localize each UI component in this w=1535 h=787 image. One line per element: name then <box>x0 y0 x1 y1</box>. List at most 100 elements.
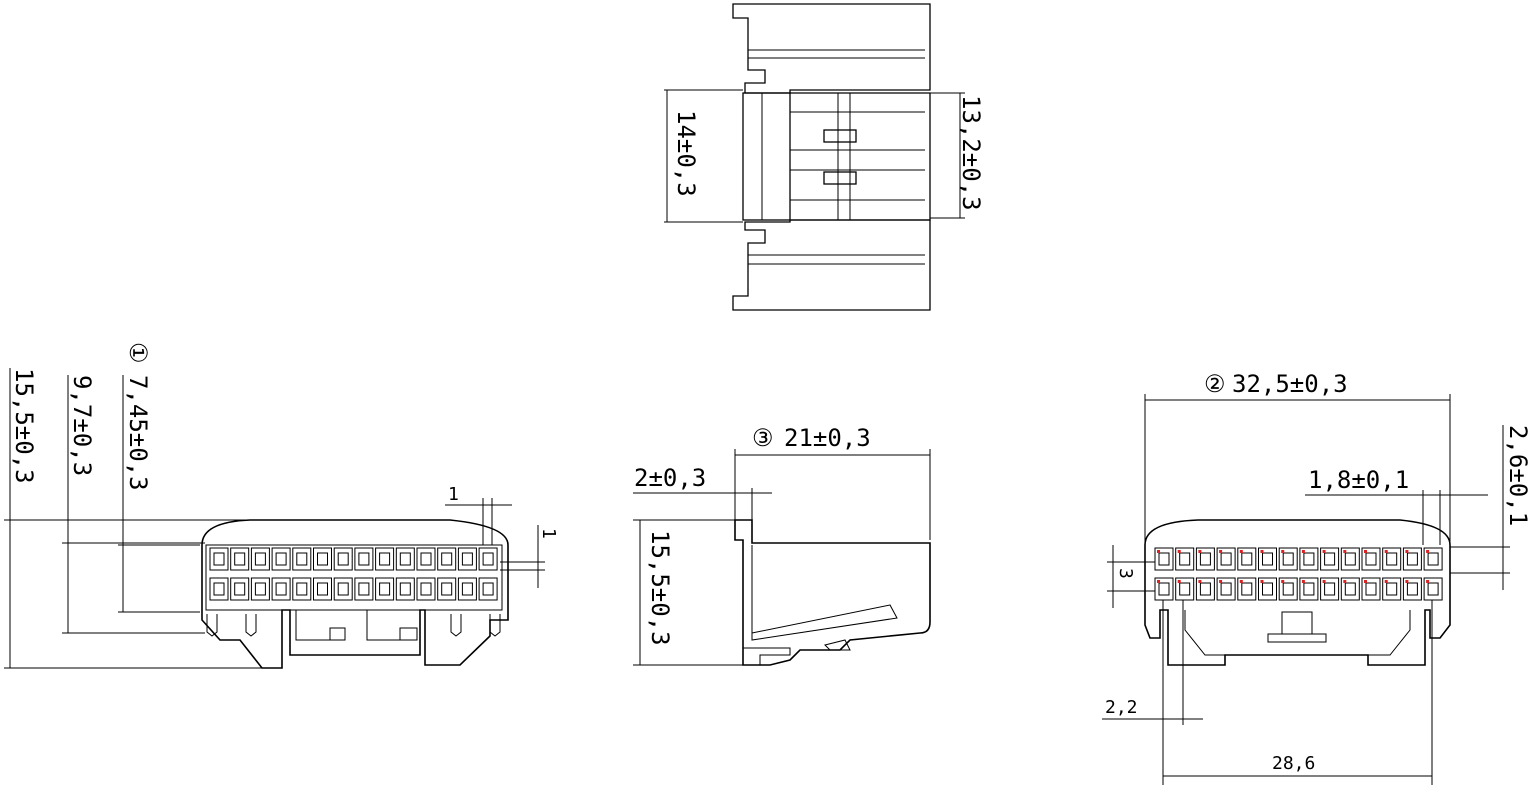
contact-cavity <box>1195 577 1215 601</box>
top-view: 14±0,3 13,2±0,3 <box>664 3 985 311</box>
dim-label-pitch-h: 1 <box>448 484 459 505</box>
contact-cavity <box>437 547 457 571</box>
top-body-front <box>742 92 791 221</box>
marker-dot <box>1198 580 1202 583</box>
rear-contact-grid <box>1154 547 1443 601</box>
contact-cavity <box>1175 577 1195 601</box>
contact-cavity <box>1258 577 1277 601</box>
marker-dot <box>1384 580 1388 583</box>
front-cavity-frame <box>205 544 503 611</box>
marker-dot <box>1157 550 1160 553</box>
contact-cavity <box>250 577 270 601</box>
contact-cavity <box>375 547 395 571</box>
side-housing <box>734 519 931 666</box>
side-latch <box>751 545 898 641</box>
rear-clip-right <box>1368 610 1411 656</box>
contact-cavity <box>1299 547 1319 571</box>
contact-cavity <box>1154 577 1174 601</box>
dim-marker-1: ① <box>124 342 152 364</box>
contact-cavity <box>1320 547 1340 571</box>
contact-cavity <box>1423 577 1443 601</box>
contact-cavity <box>1237 577 1257 601</box>
dim-label-side-height: 15,5±0,3 <box>646 530 674 646</box>
contact-cavity <box>395 547 415 571</box>
contact-cavity <box>416 547 436 571</box>
contact-cavity <box>1402 577 1422 601</box>
contact-cavity <box>230 577 250 601</box>
top-tab-2 <box>823 171 857 185</box>
side-nub <box>824 639 851 651</box>
marker-dot <box>1426 550 1430 553</box>
contact-cavity <box>1361 577 1381 601</box>
dim-label-rear-top: 2,6±0,1 <box>1504 425 1532 526</box>
contact-cavity <box>1299 577 1319 601</box>
marker-dot <box>1239 550 1243 553</box>
rear-clip-left <box>1184 610 1225 656</box>
marker-dot <box>1364 550 1367 553</box>
marker-dot <box>1198 550 1202 553</box>
marker-dot <box>1322 580 1326 583</box>
contact-cavity <box>478 547 498 571</box>
front-clip <box>450 614 462 637</box>
marker-dot <box>1157 580 1160 583</box>
contact-cavity <box>1278 547 1298 571</box>
contact-cavity <box>395 577 415 601</box>
side-view: ③ 21±0,3 2±0,3 15,5±0,3 <box>633 424 931 666</box>
top-latch-lower <box>732 219 931 311</box>
contact-cavity <box>1195 547 1215 571</box>
marker-dot <box>1177 550 1181 553</box>
contact-cavity <box>1361 547 1381 571</box>
marker-dot <box>1260 550 1264 553</box>
top-latch-upper <box>732 3 931 94</box>
contact-cavity <box>1340 577 1360 601</box>
contact-cavity <box>209 577 229 601</box>
contact-cavity <box>292 547 312 571</box>
front-view: 15,5±0,3 9,7±0,3 ① 7,45±0,3 1 1 <box>4 342 559 669</box>
contact-cavity <box>354 547 374 571</box>
contact-cavity <box>271 547 291 571</box>
contact-cavity <box>1258 547 1277 571</box>
dim-label-top-right: 13,2±0,3 <box>957 95 985 211</box>
marker-dot <box>1343 580 1347 583</box>
contact-cavity <box>1382 577 1402 601</box>
contact-cavity <box>230 547 250 571</box>
contact-cavity <box>1216 577 1236 601</box>
dim-label-front-inner: 7,45±0,3 <box>124 375 152 491</box>
marker-dot <box>1301 580 1305 583</box>
front-lock-right <box>366 610 418 641</box>
contact-cavity <box>457 547 477 571</box>
dim-label-rear-offset: 2,2 <box>1105 697 1138 718</box>
contact-cavity <box>1237 547 1257 571</box>
contact-cavity <box>313 577 332 601</box>
front-clip <box>489 614 501 637</box>
dim-label-front-mid: 9,7±0,3 <box>68 375 96 476</box>
contact-cavity <box>437 577 457 601</box>
dim-label-rear-row: 3 <box>1115 568 1136 579</box>
marker-dot <box>1405 550 1409 553</box>
marker-dot <box>1322 550 1326 553</box>
dim-label-top-left: 14±0,3 <box>672 110 700 197</box>
contact-cavity <box>457 577 477 601</box>
marker-dot <box>1405 580 1409 583</box>
contact-cavity <box>478 577 498 601</box>
marker-dot <box>1426 580 1430 583</box>
dim-label-rear-width: 32,5±0,3 <box>1232 370 1348 398</box>
contact-cavity <box>354 577 374 601</box>
contact-cavity <box>1402 547 1422 571</box>
marker-dot <box>1343 550 1347 553</box>
front-lock-left <box>295 610 346 641</box>
dim-label-rear-slot: 1,8±0,1 <box>1308 466 1409 494</box>
contact-cavity <box>416 577 436 601</box>
rear-latch-base <box>1267 633 1327 643</box>
contact-cavity <box>1320 577 1340 601</box>
marker-dot <box>1260 580 1264 583</box>
marker-dot <box>1219 580 1223 583</box>
contact-cavity <box>1154 547 1174 571</box>
side-foot <box>743 647 791 665</box>
contact-cavity <box>1382 547 1402 571</box>
contact-cavity <box>333 577 353 601</box>
contact-cavity <box>209 547 229 571</box>
dim-label-pitch-v: 1 <box>538 528 559 539</box>
dim-label-side-length: 21±0,3 <box>784 424 871 452</box>
marker-dot <box>1281 550 1285 553</box>
